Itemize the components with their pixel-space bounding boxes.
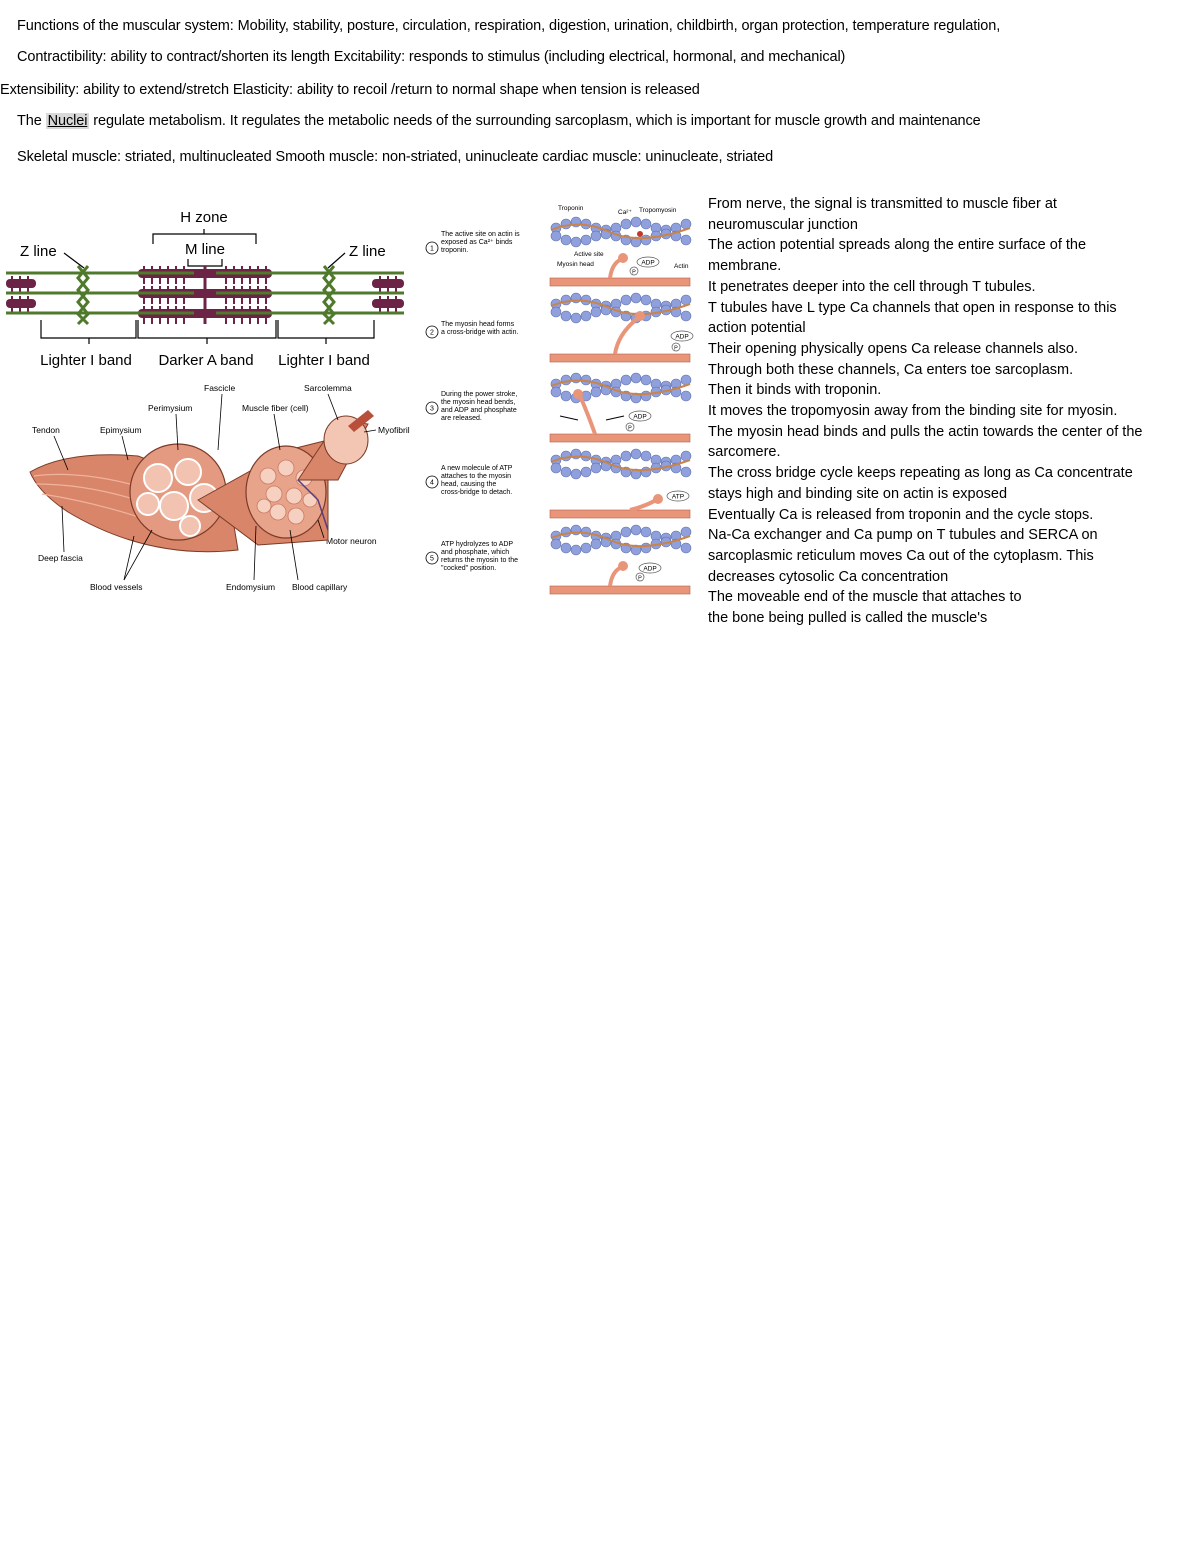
notes-line: sarcomere. [708,444,781,461]
step-caption-line: A new molecule of ATP [441,465,513,472]
notes-line: The cross bridge cycle keeps repeating a… [708,465,1133,482]
step-caption-line: returns the myosin to the [441,557,518,564]
i-band-left-label: Lighter I band [40,352,132,369]
step-caption-line: head, causing the [441,481,496,488]
step-caption-line: and phosphate, which [441,549,509,556]
z-line-right-label: Z line [349,243,386,260]
step-caption-line: The myosin head forms [441,321,515,328]
step-caption-line: cross-bridge to detach. [441,489,512,496]
step-caption-line: exposed as Ca²⁺ binds [441,239,513,246]
myosin-heads [11,266,397,324]
nuclei-suffix: regulate metabolism. It regulates the me… [89,113,981,129]
notes-line: Na-Ca exchanger and Ca pump on T tubules… [708,527,1098,544]
notes-line: neuromuscular junction [708,216,858,233]
step-caption-line: The active site on actin is [441,231,520,238]
notes-line: It moves the tropomyosin away from the b… [708,403,1118,420]
extensibility-elasticity-line: Extensibility: ability to extend/stretch… [0,82,700,98]
sarcolemma-label: Sarcolemma [304,383,352,393]
nuclei-prefix: The [17,113,46,129]
notes-line: The action potential spreads along the e… [708,237,1087,254]
step-caption-line: and ADP and phosphate [441,407,517,414]
adp-label-1: ADP [641,260,654,267]
motor-neuron-label: Motor neuron [326,536,377,546]
notes-line: sarcoplasmic reticulum moves Ca out of t… [708,547,1094,564]
step-number-badge [425,241,439,255]
p-label-3: P [628,426,632,432]
notes-line: Eventually Ca is released from troponin … [708,506,1094,523]
notes-line: Their opening physically opens Ca releas… [708,340,1078,357]
step-caption-line: troponin. [441,247,468,254]
notes-line: action potential [708,320,806,337]
step-number-badge [425,475,439,489]
h-zone-label: H zone [180,209,228,226]
thin-filaments [6,265,404,326]
blood-capillary-label: Blood capillary [292,582,348,592]
epimysium-label: Epimysium [100,425,142,435]
step-number-badge [425,401,439,415]
notes-line: The moveable end of the muscle that atta… [708,589,1022,606]
perimysium-label: Perimysium [148,403,192,413]
step-number: 2 [430,330,434,337]
step-caption-line: "cocked" position. [441,565,496,572]
z-line-left-label: Z line [20,243,57,260]
endomysium-label: Endomysium [226,582,275,592]
step-caption-line: attaches to the myosin [441,473,511,480]
notes-line: T tubules have L type Ca channels that o… [708,299,1117,316]
nuclei-line: The Nuclei regulate metabolism. It regul… [17,113,981,129]
sarcomere-diagram: H zone M line Z line Z line Lig [6,209,404,369]
troponin-label: Troponin [558,205,584,212]
notes-line: decreases cytosolic Ca concentration [708,568,949,585]
m-line-label: M line [185,241,225,258]
band-brackets [40,320,375,344]
muscle-types-line: Skeletal muscle: striated, multinucleate… [17,149,774,165]
step-caption-line: a cross-bridge with actin. [441,329,518,336]
p-label-5: P [638,576,642,582]
fascicle-label: Fascicle [204,383,235,393]
step-number: 5 [430,556,434,563]
step-number: 3 [430,406,434,413]
nuclei-highlight: Nuclei [45,113,90,129]
muscle-structure-diagram: Fascicle Sarcolemma Perimysium Muscle fi… [29,383,410,592]
p-label-1: P [632,270,636,276]
notes-line: The myosin head binds and pulls the acti… [708,423,1143,440]
actin-label: Actin [674,263,689,270]
step-number: 1 [430,246,434,253]
muscle-fiber-label: Muscle fiber (cell) [242,403,309,413]
notes-column: From nerve, the signal is transmitted to… [708,194,1188,629]
step-caption-line: During the power stroke, [441,391,517,398]
notes-line: Through both these channels, Ca enters t… [708,361,1074,378]
notes-line: stays high and binding site on actin is … [708,485,1008,502]
ca-label: Ca²⁺ [618,209,632,216]
myosin-head-label: Myosin head [557,261,594,268]
notes-line: membrane. [708,258,782,275]
step-number: 4 [430,480,434,487]
a-band-label: Darker A band [158,352,253,369]
notes-line: From nerve, the signal is transmitted to… [708,196,1057,212]
adp-label-2: ADP [675,334,688,341]
functions-line: Functions of the muscular system: Mobili… [17,18,1001,34]
p-label-2: P [674,346,678,352]
step-caption-line: ATP hydrolyzes to ADP [441,541,513,548]
myofibril-label: Myofibril [378,425,410,435]
step-caption-line: the myosin head bends, [441,399,515,406]
step-number-badge [425,551,439,565]
blood-vessels-label: Blood vessels [90,582,142,592]
i-band-right-label: Lighter I band [278,352,370,369]
step-caption-line: are released. [441,415,482,422]
adp-label-3: ADP [633,414,646,421]
tendon-label: Tendon [32,425,60,435]
contractibility-excitability-line: Contractibility: ability to contract/sho… [17,49,846,65]
step-number-badge [425,325,439,339]
notes-line: the bone being pulled is called the musc… [708,610,988,627]
adp-label-5: ADP [643,566,656,573]
active-site-label: Active site [574,251,604,258]
tropomyosin-label: Tropomyosin [639,207,677,214]
atp-label: ATP [672,494,684,501]
notes-line: It penetrates deeper into the cell throu… [708,278,1036,295]
notes-line: Then it binds with troponin. [708,382,882,399]
deep-fascia-label: Deep fascia [38,553,83,563]
cross-bridge-cycle-diagram: Troponin Ca²⁺ Tropomyosin Active site My… [425,205,694,595]
